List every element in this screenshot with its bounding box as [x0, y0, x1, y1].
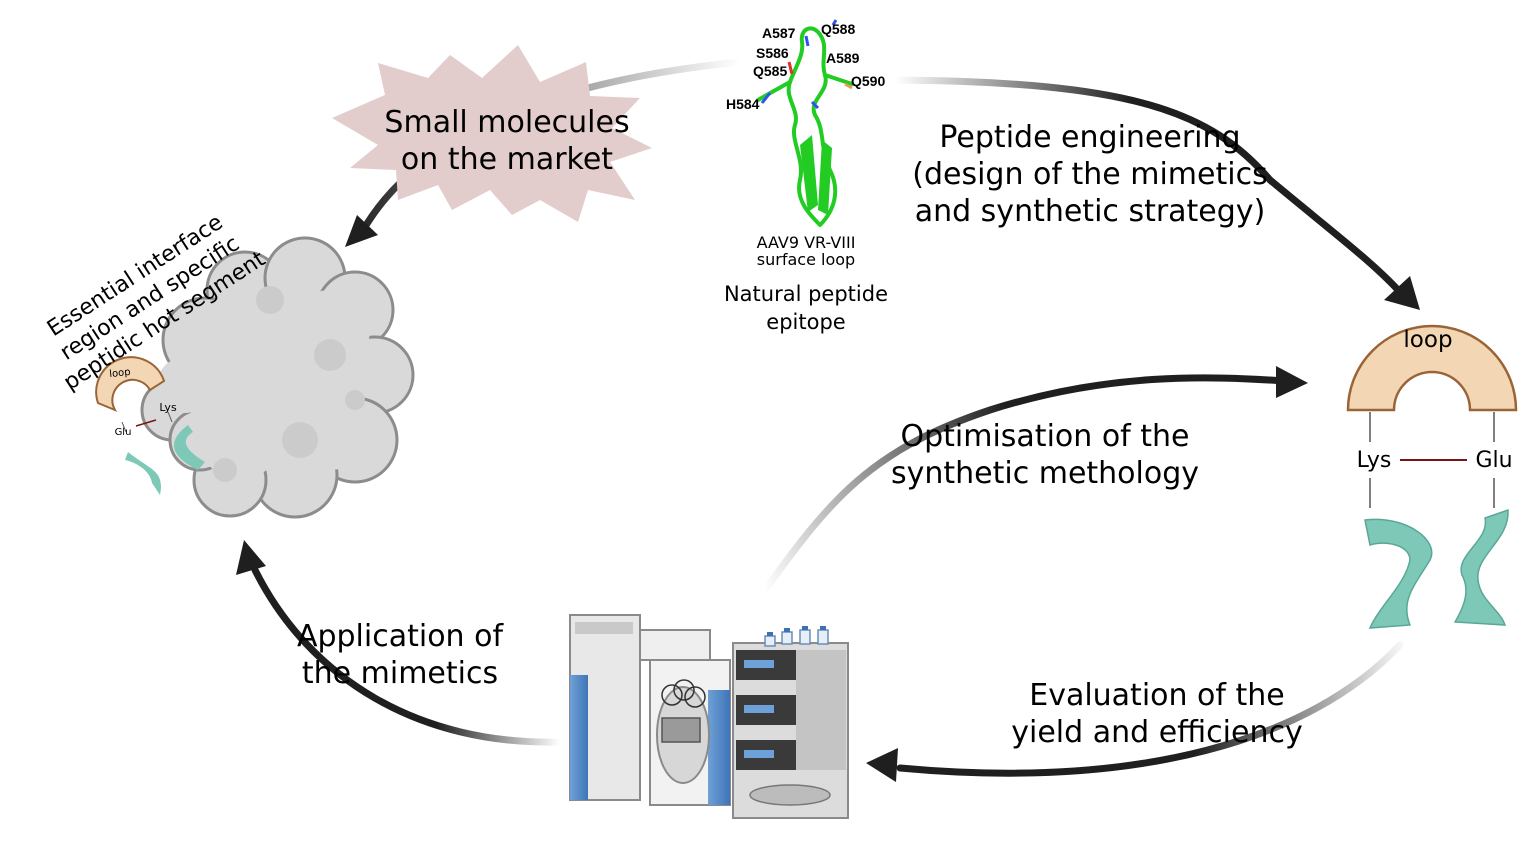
residue-label-a589: A589 — [826, 50, 860, 66]
arrowhead-mid — [1276, 366, 1308, 398]
small-helix-left — [125, 452, 161, 495]
aav-caption: AAV9 VR-VIII surface loop — [716, 234, 896, 268]
arrow-evaluation — [896, 641, 1404, 777]
large-lys-label: Lys — [1356, 448, 1392, 473]
evaluation-line-2: yield and efficiency — [1011, 715, 1303, 750]
arrow-optimisation — [761, 374, 1289, 594]
arrowhead-bottom — [866, 748, 898, 782]
small-glu-label: Glu — [114, 427, 132, 438]
evaluation-line-1: Evaluation of the — [1029, 678, 1285, 713]
residue-label-q588: Q588 — [821, 21, 856, 37]
application-line-2: the mimetics — [301, 656, 499, 691]
residue-sticks — [760, 19, 853, 110]
ms-top-box — [639, 629, 711, 661]
small-molecules-line-1: Small molecules — [384, 105, 630, 140]
small-tick-right — [167, 411, 173, 423]
natural-epitope-label: Natural peptide epitope — [706, 280, 906, 336]
ms-source — [661, 717, 701, 743]
small-loop-arch — [95, 356, 166, 413]
ms-coil-2 — [673, 679, 695, 701]
ribbon-beta-arrow-2 — [818, 140, 832, 215]
arrow-peptide-engineering — [891, 76, 1402, 294]
aav-caption-line-2: surface loop — [756, 250, 856, 269]
natural-epitope-line-2: epitope — [766, 310, 846, 334]
ribbon-beta-arrow — [800, 135, 818, 212]
cycle-arrows — [236, 58, 1420, 782]
peptide-engineering-line-2: (design of the mimetics — [912, 157, 1268, 192]
application-line-1: Application of — [296, 619, 504, 654]
ms-coil-3 — [684, 686, 706, 708]
optimisation-line-2: synthetic methology — [890, 456, 1200, 491]
arrowhead-right — [1384, 276, 1420, 310]
lc-side — [796, 650, 846, 770]
small-molecules-label: Small molecules on the market — [372, 104, 642, 178]
application-label: Application of the mimetics — [280, 618, 520, 692]
aav-caption-line-1: AAV9 VR-VIII — [756, 233, 856, 252]
residue-label-q590: Q590 — [851, 73, 886, 89]
starburst-icon — [332, 45, 652, 222]
small-molecules-line-2: on the market — [400, 142, 614, 177]
protein-surface-shading — [213, 286, 365, 482]
optimisation-label: Optimisation of the synthetic methology — [880, 418, 1210, 492]
small-lys-label: Lys — [159, 401, 177, 414]
small-mimetic-icon — [95, 356, 205, 495]
large-loop-arch — [1346, 324, 1518, 412]
large-loop-label: loop — [1403, 327, 1453, 353]
ms-coil-1 — [661, 684, 683, 706]
ms-blue-side — [708, 690, 730, 805]
residue-label-a587: A587 — [762, 25, 796, 41]
evaluation-label: Evaluation of the yield and efficiency — [1002, 677, 1312, 751]
peptide-engineering-line-3: and synthetic strategy) — [914, 194, 1266, 229]
residue-label-q585: Q585 — [753, 63, 788, 79]
natural-epitope-line-1: Natural peptide — [723, 282, 889, 306]
arrowhead-top-left — [345, 215, 378, 247]
small-helix-right — [174, 425, 205, 470]
arrow-application — [251, 566, 562, 746]
ms-blue-panel — [570, 675, 588, 800]
ms-top-vent — [575, 622, 633, 634]
large-helix-left — [1364, 518, 1433, 629]
hplc-instrument-icon — [569, 614, 849, 819]
large-glu-label: Glu — [1475, 448, 1513, 473]
peptide-engineering-line-1: Peptide engineering — [939, 120, 1241, 155]
residue-label-h584: H584 — [726, 96, 760, 112]
large-helix-right — [1453, 508, 1509, 626]
small-linker — [135, 419, 157, 427]
large-mimetic-icon — [1346, 324, 1518, 629]
lc-display-1 — [744, 660, 774, 668]
residue-label-s586: S586 — [756, 45, 789, 61]
bottle-caps — [767, 626, 826, 636]
lc-display-2 — [744, 705, 774, 713]
lc-display-3 — [744, 750, 774, 758]
optimisation-line-1: Optimisation of the — [900, 419, 1190, 454]
autosampler-tray — [749, 784, 831, 806]
protein-surface-fill — [157, 290, 370, 480]
small-tick-left — [121, 421, 127, 433]
arrowhead-left — [236, 540, 266, 575]
peptide-engineering-label: Peptide engineering (design of the mimet… — [900, 119, 1280, 230]
